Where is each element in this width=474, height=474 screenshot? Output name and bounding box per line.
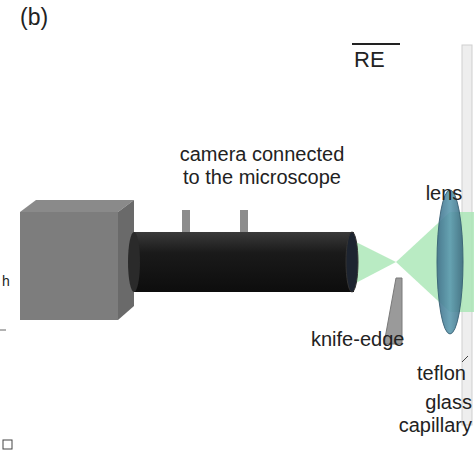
- overline: [352, 43, 400, 45]
- peg: [182, 210, 190, 232]
- lens-shape: [437, 190, 463, 334]
- microscope-tube: [134, 232, 354, 292]
- teflon-label: teflon: [417, 362, 466, 385]
- lens-label: lens: [426, 182, 463, 205]
- peg: [240, 210, 248, 232]
- camera-top: [20, 200, 134, 212]
- leader-line: [462, 356, 468, 362]
- edge-label: h: [2, 273, 10, 289]
- capillary-label: glass capillary: [390, 391, 472, 437]
- objective: [346, 232, 358, 292]
- electrode-label: RE: [354, 47, 385, 72]
- knife-edge-label: knife-edge: [311, 328, 404, 351]
- camera-label: camera connected to the microscope: [172, 143, 352, 189]
- legend-box: [3, 440, 12, 449]
- tube-flange: [128, 232, 140, 292]
- camera-body: [20, 212, 118, 320]
- light-cone: [352, 240, 396, 285]
- panel-label: (b): [20, 4, 48, 30]
- tick: [0, 330, 6, 331]
